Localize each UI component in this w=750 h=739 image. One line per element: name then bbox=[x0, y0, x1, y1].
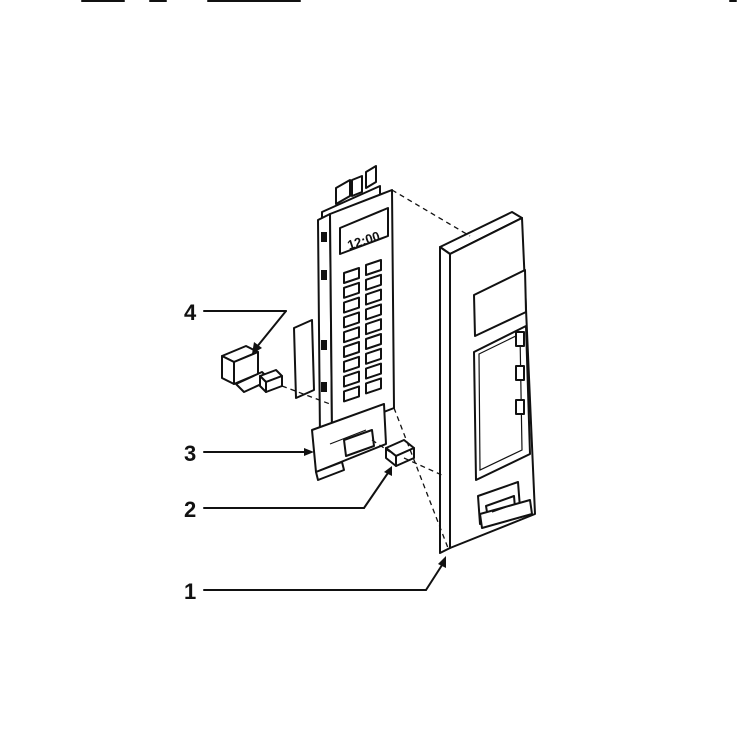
keypad-key bbox=[343, 355, 360, 373]
callout-leaders bbox=[203, 310, 446, 591]
callout-3: 3 bbox=[184, 441, 196, 466]
keypad-key bbox=[343, 341, 360, 358]
keypad-key bbox=[365, 273, 382, 291]
keypad-key bbox=[343, 296, 360, 314]
keypad-key bbox=[343, 267, 360, 284]
keypad-key bbox=[365, 288, 382, 306]
callout-4: 4 bbox=[184, 300, 197, 325]
keypad-key bbox=[343, 311, 360, 329]
callout-2: 2 bbox=[184, 497, 196, 522]
keypad-key bbox=[343, 326, 360, 344]
alignment-lines bbox=[281, 189, 471, 549]
connector-part bbox=[385, 439, 415, 467]
keypad-key bbox=[365, 362, 382, 380]
keypad-keys bbox=[343, 259, 382, 403]
control-panel-bezel bbox=[439, 211, 536, 554]
keypad-key bbox=[343, 385, 360, 403]
callout-1: 1 bbox=[184, 579, 196, 604]
keypad-key bbox=[343, 370, 360, 388]
keypad-key bbox=[365, 333, 382, 350]
keypad-key bbox=[365, 303, 382, 321]
switch-bracket-part bbox=[221, 319, 315, 399]
keypad-key bbox=[365, 347, 382, 365]
keypad-key bbox=[365, 318, 382, 336]
keypad-key bbox=[365, 259, 382, 276]
keypad-key bbox=[343, 281, 360, 299]
keypad-key bbox=[365, 377, 382, 395]
